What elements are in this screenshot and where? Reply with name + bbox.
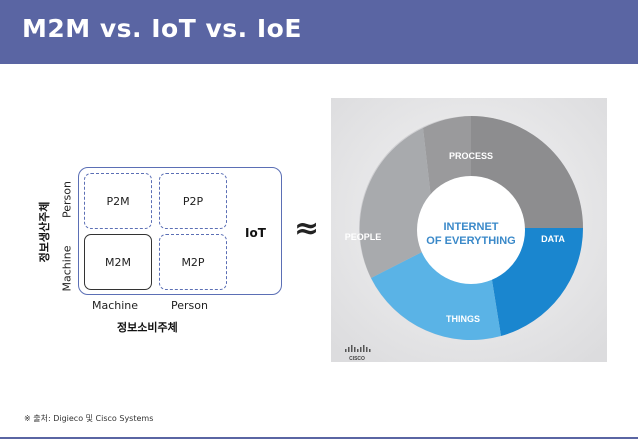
label-things: THINGS bbox=[446, 314, 480, 324]
y-tick-person: Person bbox=[60, 181, 74, 218]
cell-m2p: M2P bbox=[159, 234, 227, 290]
center-line2: OF EVERYTHING bbox=[426, 235, 515, 247]
segment-people bbox=[359, 128, 431, 278]
ioe-diagram: INTERNET OF EVERYTHING PROCESS DATA THIN… bbox=[331, 98, 607, 362]
footer-divider bbox=[0, 437, 638, 439]
center-line1: INTERNET bbox=[444, 221, 499, 233]
x-tick-machine: Machine bbox=[92, 299, 139, 312]
iot-label: IoT bbox=[245, 226, 266, 240]
ioe-graphic: INTERNET OF EVERYTHING PROCESS DATA THIN… bbox=[331, 98, 607, 362]
label-people: PEOPLE bbox=[345, 232, 382, 242]
x-tick-person: Person bbox=[171, 299, 208, 312]
x-axis-title: 정보소비주체 bbox=[117, 321, 178, 334]
cell-m2m: M2M bbox=[84, 234, 152, 290]
label-data: DATA bbox=[541, 234, 565, 244]
y-tick-machine: Machine bbox=[60, 245, 74, 292]
segment-process bbox=[471, 116, 583, 228]
ioe-center bbox=[417, 176, 525, 284]
segment-things bbox=[371, 250, 501, 341]
source-note: ※ 출처: Digieco 및 Cisco Systems bbox=[24, 414, 154, 423]
y-axis-title: 정보생산주체 bbox=[38, 201, 51, 263]
page-title: M2M vs. IoT vs. IoE bbox=[22, 14, 302, 43]
label-process: PROCESS bbox=[449, 151, 493, 161]
iot-matrix-frame: P2M P2P M2M M2P bbox=[78, 167, 282, 295]
title-bar: M2M vs. IoT vs. IoE bbox=[0, 0, 638, 64]
cisco-logo-text: CISCO bbox=[349, 356, 365, 362]
cell-p2m: P2M bbox=[84, 173, 152, 229]
cisco-logo-icon bbox=[345, 345, 371, 352]
cell-p2p: P2P bbox=[159, 173, 227, 229]
approximately-equal-symbol: ≈ bbox=[294, 211, 320, 246]
